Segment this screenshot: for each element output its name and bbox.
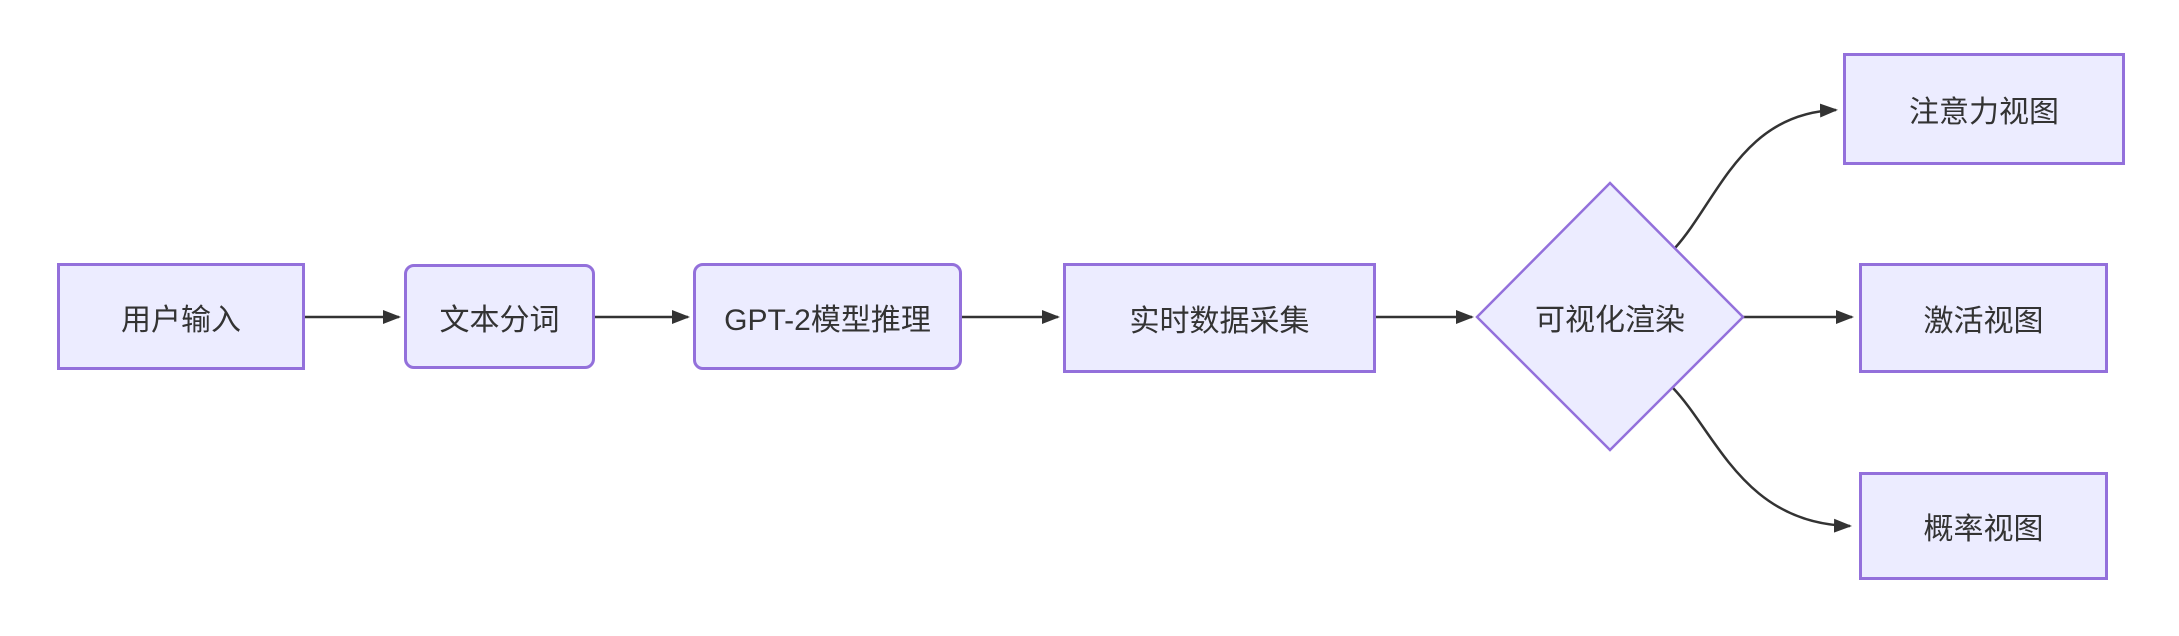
node-visual-render-label: 可视化渲染 [1535,303,1685,337]
node-activation-view-label: 激活视图 [1923,305,2044,338]
edge-render-to-attention-view [1674,103,1838,249]
node-probability-view-label: 概率视图 [1923,513,2044,546]
node-data-collect-label: 实时数据采集 [1129,305,1310,338]
node-visual-render: 可视化渲染 [1477,183,1743,450]
node-probability-view: 概率视图 [1859,472,2108,580]
edge-render-to-probability-view [1672,387,1852,533]
node-activation-view: 激活视图 [1859,263,2108,373]
node-attention-view-label: 注意力视图 [1909,96,2059,129]
node-gpt2-inference: GPT-2模型推理 [693,263,962,370]
node-visual-render-shape [1475,181,1745,452]
node-gpt2-inference-label: GPT-2模型推理 [724,303,931,337]
node-user-input: 用户输入 [57,263,305,370]
node-tokenize: 文本分词 [404,264,595,369]
node-data-collect: 实时数据采集 [1063,263,1376,373]
node-user-input-label: 用户输入 [121,303,241,337]
node-attention-view: 注意力视图 [1843,53,2125,165]
node-tokenize-label: 文本分词 [439,303,560,337]
